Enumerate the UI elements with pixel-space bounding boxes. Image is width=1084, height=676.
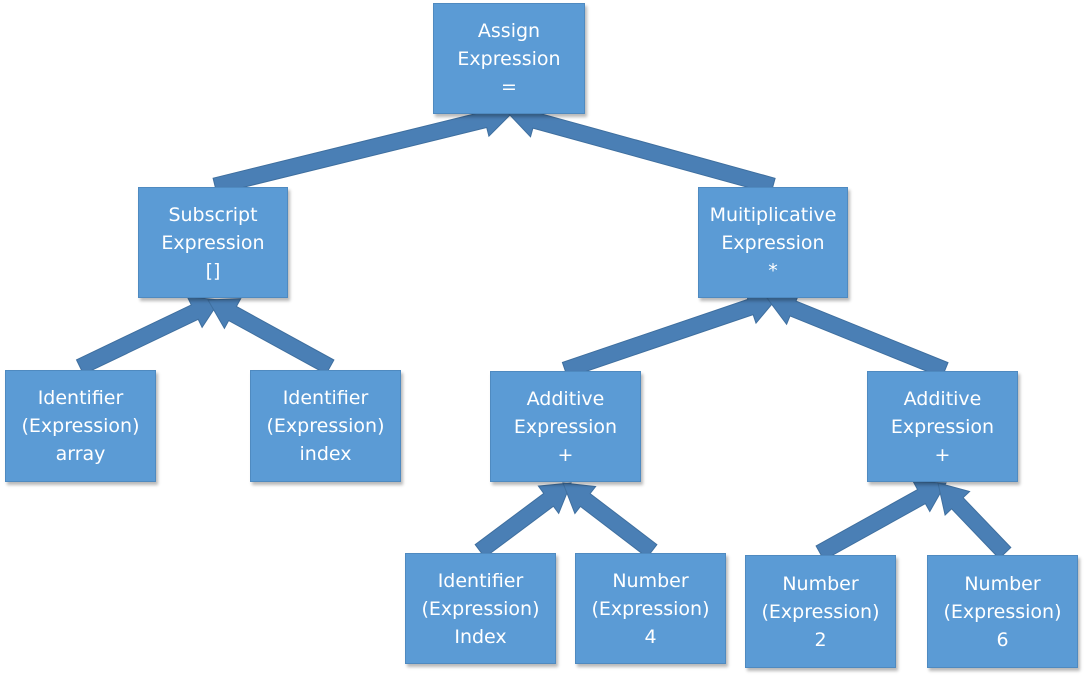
node-line: Expression: [513, 415, 618, 438]
node-line: 4: [644, 625, 657, 648]
node-line: +: [557, 443, 574, 466]
node-line: Additive: [903, 387, 982, 410]
node-line: []: [205, 259, 221, 282]
edge-arrow-identifier_array-to-subscript: [75, 296, 221, 375]
node-line: (Expression): [943, 600, 1062, 623]
edge-arrow-identifier_index-to-subscript: [207, 298, 335, 375]
node-line: (Expression): [591, 597, 710, 620]
edge-arrow-identifier_Index-to-additive_left: [474, 482, 572, 559]
node-line: Identifier: [437, 569, 524, 592]
node-line: 2: [814, 628, 827, 651]
edge-arrow-number_6-to-additive_right: [937, 482, 1012, 560]
node-line: (Expression): [266, 415, 385, 437]
node-line: Expression: [161, 231, 265, 254]
node-additive-expression-left: Additive Expression +: [490, 371, 641, 482]
node-line: Subscript: [168, 203, 258, 226]
node-number-6: Number (Expression) 6: [927, 555, 1078, 668]
node-additive-expression-right: Additive Expression +: [867, 371, 1018, 482]
node-line: Number: [964, 572, 1041, 595]
node-line: Index: [454, 625, 507, 648]
node-identifier-Index: Identifier (Expression) Index: [405, 553, 556, 664]
node-subscript-expression: Subscript Expression []: [138, 187, 288, 298]
node-line: (Expression): [421, 597, 540, 620]
node-line: index: [299, 443, 352, 465]
edge-arrow-number_4-to-additive_left: [562, 482, 658, 559]
edge-arrow-additive_left-to-multiplicative: [561, 290, 778, 379]
edge-arrow-subscript-to-assign: [212, 102, 513, 195]
node-line: Expression: [890, 415, 995, 438]
node-line: Number: [782, 572, 859, 595]
node-line: *: [768, 259, 778, 282]
edge-arrow-additive_right-to-multiplicative: [766, 292, 949, 379]
node-line: array: [55, 443, 106, 465]
node-line: (Expression): [761, 600, 880, 623]
node-line: =: [501, 75, 517, 98]
node-identifier-index: Identifier (Expression) index: [250, 370, 401, 482]
node-line: Number: [612, 569, 689, 592]
node-line: Expression: [457, 47, 561, 70]
node-multiplicative-expression: Muitiplicative Expression *: [698, 187, 848, 298]
node-assign-expression: Assign Expression =: [433, 3, 585, 114]
node-number-4: Number (Expression) 4: [575, 553, 726, 664]
node-line: Identifier: [282, 387, 369, 409]
node-line: Assign: [477, 19, 541, 42]
edge-arrow-multiplicative-to-assign: [507, 103, 776, 195]
node-line: +: [934, 443, 951, 466]
edge-arrow-number_2-to-additive_right: [815, 481, 947, 561]
node-line: (Expression): [21, 415, 140, 437]
node-line: 6: [996, 628, 1009, 651]
node-line: Identifier: [37, 387, 124, 409]
node-line: Additive: [526, 387, 605, 410]
node-number-2: Number (Expression) 2: [745, 555, 896, 668]
node-line: Expression: [721, 231, 825, 254]
node-line: Muitiplicative: [709, 203, 837, 226]
node-identifier-array: Identifier (Expression) array: [5, 370, 156, 482]
